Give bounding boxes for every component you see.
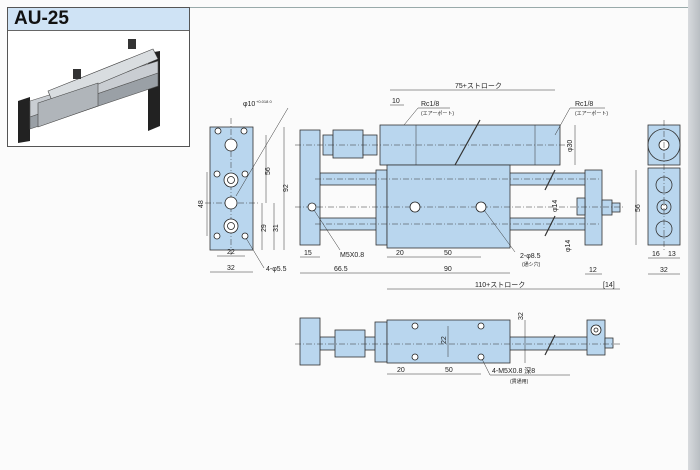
port-right-label: Rc1/8 xyxy=(575,101,593,108)
bottom-view: 32 22 20 50 4-M5X0.8 深8 (貫通用) xyxy=(295,312,620,385)
stroke-top-label: 75+ストローク xyxy=(455,82,502,90)
dim-15: 15 xyxy=(304,250,312,257)
holes-label: 4-φ5.5 xyxy=(266,266,287,273)
dim-32-bottom: 32 xyxy=(518,312,525,320)
port-left-label: Rc1/8 xyxy=(421,101,439,108)
page-edge xyxy=(688,0,700,470)
holes-label: 2-φ8.5 xyxy=(520,253,541,260)
port-right-sub: (エアーポート) xyxy=(575,110,608,117)
stroke-bottom-label: 110+ストローク xyxy=(475,281,525,289)
dim-22: 22 xyxy=(227,249,235,256)
rod-dia-upper: φ14 xyxy=(552,200,559,212)
left-end-view: 48 56 92 29 31 22 32 φ10 +0.018 0 4-φ5.5 xyxy=(198,99,290,273)
dim-10: 10 xyxy=(392,98,400,105)
dim-50-bottom: 50 xyxy=(445,367,453,374)
thread-label: M5X0.8 xyxy=(340,252,364,259)
dim-16: 16 xyxy=(652,251,660,258)
tapped-label: 4-M5X0.8 深8 xyxy=(492,366,535,375)
dim-12: 12 xyxy=(589,267,597,274)
bore-tolerance: +0.018 0 xyxy=(256,99,272,104)
dim-56-right: 56 xyxy=(635,204,642,212)
dim-32: 32 xyxy=(660,267,668,274)
dim-22-bottom: 22 xyxy=(441,336,448,344)
tapped-sub: (貫通用) xyxy=(510,378,529,385)
dim-92: 92 xyxy=(283,184,290,192)
model-title: AU-25 xyxy=(8,8,189,31)
dim-32: 32 xyxy=(227,265,235,272)
right-end-view: 16 13 32 xyxy=(647,120,681,275)
dim-56: 56 xyxy=(265,167,272,175)
divider xyxy=(188,7,688,8)
front-view: 75+ストローク 10 Rc1/8 (エアーポート) Rc1/8 (エアーポート… xyxy=(295,82,642,290)
product-photo xyxy=(18,39,160,143)
dim-48: 48 xyxy=(198,200,205,208)
rod-dia-lower: φ14 xyxy=(565,240,572,252)
dim-50: 50 xyxy=(444,250,452,257)
dim-20-bottom: 20 xyxy=(397,367,405,374)
tube-dia: φ30 xyxy=(567,140,574,152)
dim-29: 29 xyxy=(261,224,268,232)
dim-14: [14] xyxy=(603,282,615,289)
bore-label: φ10 xyxy=(243,101,255,108)
dim-31: 31 xyxy=(273,224,280,232)
port-left-sub: (エアーポート) xyxy=(421,110,454,117)
dim-13: 13 xyxy=(668,251,676,258)
model-header: AU-25 xyxy=(7,7,190,147)
dim-20: 20 xyxy=(396,250,404,257)
dim-66-5: 66.5 xyxy=(334,266,348,273)
dim-90: 90 xyxy=(444,266,452,273)
holes-sub: (通シ穴) xyxy=(522,261,541,268)
